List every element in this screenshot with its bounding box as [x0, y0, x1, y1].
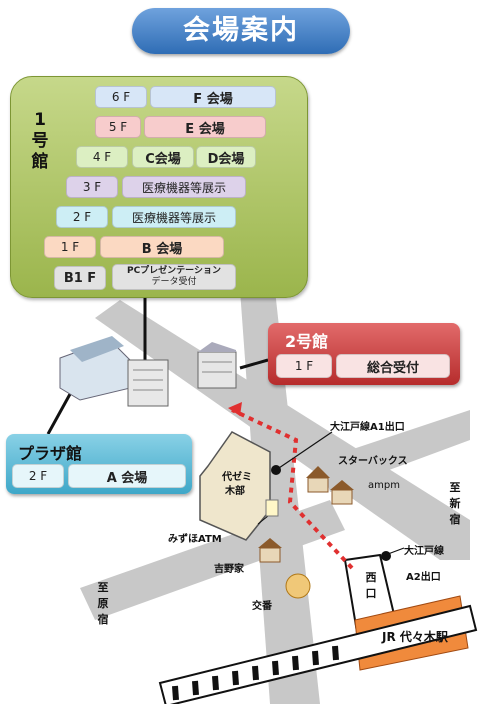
building1-floor-3f: 3 F: [66, 176, 118, 198]
building1-label: 1号館: [31, 110, 49, 172]
station-label: JR 代々木駅: [382, 630, 448, 644]
building1-floor-b1f: B1 F: [54, 266, 106, 290]
building1-floor-4f: 4 F: [76, 146, 128, 168]
exit-a2-label-1: 大江戸線: [404, 546, 444, 557]
road-right: [320, 410, 470, 492]
building1-floor-2f: 2 F: [56, 206, 108, 228]
pc-reception: PCプレゼンテーション データ受付: [112, 264, 236, 290]
road-lower-left: [80, 500, 345, 620]
room-a: A 会場: [68, 464, 186, 488]
plaza-building-icon: [59, 336, 131, 401]
exhibit-3f: 医療機器等展示: [122, 176, 246, 198]
room-f: F 会場: [150, 86, 276, 108]
mizuho-label: みずほATM: [168, 534, 222, 545]
building1-icon: [127, 359, 169, 407]
plaza-label: プラザ館: [18, 444, 83, 463]
starbucks-icon: [306, 466, 330, 493]
koban-icon: [285, 573, 311, 599]
road-vertical: [240, 290, 320, 704]
page-title: 会場案内: [132, 8, 350, 54]
to-shinjuku-label: 至新宿: [449, 481, 461, 526]
yozemi-label-1: 代ゼミ: [222, 472, 252, 483]
koban-label: 交番: [252, 601, 272, 612]
west-exit-label: 西口: [365, 571, 377, 600]
plaza-floor-2f: 2 F: [12, 464, 64, 488]
yozemi-label-2: 木部: [225, 486, 245, 497]
general-reception: 総合受付: [336, 354, 450, 378]
building1-floor-1f: 1 F: [44, 236, 96, 258]
room-b: B 会場: [100, 236, 224, 258]
room-d: D会場: [196, 146, 256, 168]
ampm-icon: [330, 480, 354, 505]
yozemi-building: [199, 431, 271, 541]
building2-label: 2号館: [285, 332, 329, 351]
building1-floor-6f: 6 F: [95, 86, 147, 108]
railway-ties: [172, 645, 339, 701]
building2-icon: [197, 342, 237, 389]
exit-a1-label: 大江戸線A1出口: [330, 422, 405, 433]
route-arrow: [228, 402, 242, 416]
room-c: C会場: [132, 146, 194, 168]
room-e: E 会場: [144, 116, 266, 138]
pc-presentation-label: PCプレゼンテーション: [126, 266, 222, 276]
ampm-label: ampm: [368, 480, 400, 491]
yoshinoya-label: 吉野家: [214, 564, 244, 575]
exhibit-2f: 医療機器等展示: [112, 206, 236, 228]
walking-route: [231, 408, 354, 570]
exit-a2-label-2: A2出口: [406, 572, 441, 583]
to-harajuku-label: 至原宿: [97, 581, 109, 626]
yoshinoya-icon: [258, 538, 282, 563]
data-reception-label: データ受付: [151, 277, 197, 287]
starbucks-label: スターバックス: [338, 456, 408, 467]
building1-floor-5f: 5 F: [95, 116, 141, 138]
building2-floor-1f: 1 F: [276, 354, 332, 378]
mizuho-icon: [265, 499, 279, 517]
